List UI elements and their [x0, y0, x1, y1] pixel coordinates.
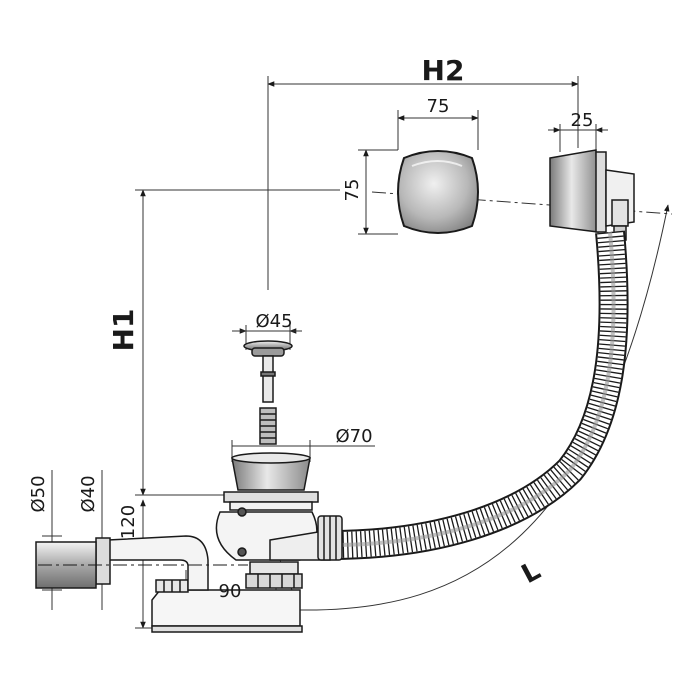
- flexible-hose: [329, 230, 629, 560]
- length-label: L: [517, 556, 546, 590]
- stopper-assembly: [243, 340, 293, 445]
- overflow-cover-front: [397, 150, 479, 234]
- dimension-labels: H2 H1 L 75 75 25 Ø45 Ø70 Ø50 Ø40 120 90: [28, 54, 593, 602]
- drain-dia-label: Ø70: [335, 426, 372, 447]
- outlet-outer-dia-label: Ø50: [28, 475, 49, 512]
- trap-base: [151, 579, 303, 633]
- cover-width-label: 75: [427, 96, 450, 117]
- stopper-dia-label: Ø45: [255, 311, 292, 332]
- drain-body: [215, 452, 343, 589]
- outlet-offset-label: 90: [219, 581, 242, 602]
- h2-label: H2: [422, 54, 465, 87]
- outlet-pipe: [35, 535, 248, 591]
- outlet-inner-dia-label: Ø40: [78, 475, 99, 512]
- cover-height-label: 75: [342, 179, 363, 202]
- length-dimension-curve: [299, 204, 670, 611]
- h1-label: H1: [107, 309, 140, 352]
- trap-height-label: 120: [118, 505, 139, 539]
- overflow-head-side: [549, 149, 635, 241]
- overflow-depth-label: 25: [571, 110, 594, 131]
